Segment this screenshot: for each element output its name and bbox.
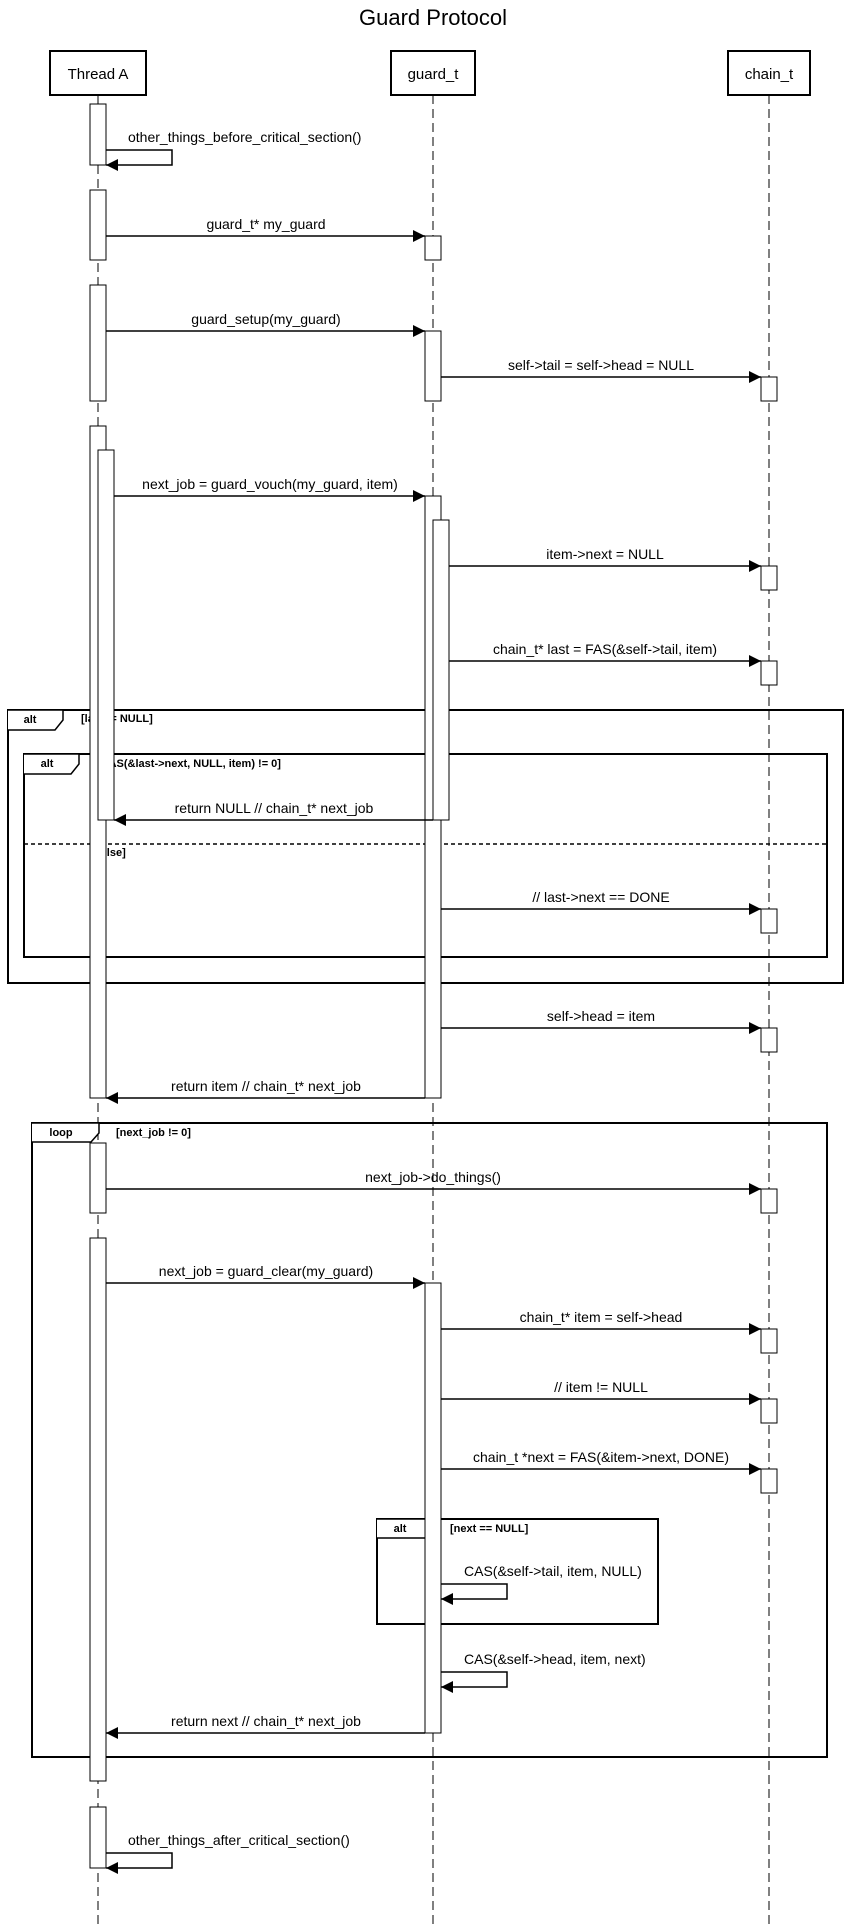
- message-guard-vouch: next_job = guard_vouch(my_guard, item): [114, 476, 425, 502]
- activation-thread-a: [89, 1142, 107, 1214]
- self-message-cas-tail: CAS(&self->tail, item, NULL): [441, 1563, 642, 1605]
- message-tail-head-null: self->tail = self->head = NULL: [441, 357, 761, 383]
- message-fas-tail: chain_t* last = FAS(&self->tail, item): [449, 641, 761, 667]
- activation-thread-a: [89, 189, 107, 261]
- self-message-before: other_things_before_critical_section(): [106, 129, 361, 171]
- frame-tag: alt: [41, 758, 54, 770]
- activation-chain: [760, 1027, 778, 1053]
- message-label: guard_setup(my_guard): [191, 311, 340, 327]
- message-label: CAS(&self->tail, item, NULL): [464, 1563, 642, 1579]
- message-guard-clear: next_job = guard_clear(my_guard): [106, 1263, 425, 1289]
- activation-chain: [760, 565, 778, 591]
- activation-guard: [424, 235, 442, 261]
- activation-guard: [424, 1282, 442, 1734]
- activation-thread-a: [97, 449, 115, 821]
- activations: [89, 103, 778, 1869]
- message-head-item: self->head = item: [441, 1008, 761, 1034]
- message-label: chain_t* item = self->head: [520, 1309, 683, 1325]
- actor-label: Thread A: [68, 66, 129, 83]
- message-label: guard_t* my_guard: [206, 216, 325, 232]
- frame-condition: [next == NULL]: [450, 1523, 529, 1535]
- message-label: // item != NULL: [554, 1379, 648, 1395]
- message-label: chain_t* last = FAS(&self->tail, item): [493, 641, 717, 657]
- message-item-not-null: // item != NULL: [441, 1379, 761, 1405]
- message-return-item: return item // chain_t* next_job: [106, 1078, 425, 1104]
- message-label: other_things_after_critical_section(): [128, 1832, 350, 1848]
- actor-guard: guard_t: [390, 50, 476, 96]
- activation-chain: [760, 1328, 778, 1354]
- frame-alt-next: alt [next == NULL]: [376, 1518, 659, 1625]
- activation-thread-a: [89, 1806, 107, 1869]
- message-last-next-done: // last->next == DONE: [441, 889, 761, 915]
- frame-condition: [next_job != 0]: [116, 1127, 191, 1139]
- message-label: item->next = NULL: [546, 546, 664, 562]
- frame-condition: [CAS(&last->next, NULL, item) != 0]: [97, 758, 281, 770]
- message-do-things: next_job->do_things(): [106, 1169, 761, 1195]
- message-label: return item // chain_t* next_job: [171, 1078, 361, 1094]
- diagram-title: Guard Protocol: [359, 5, 507, 30]
- actor-label: chain_t: [745, 66, 794, 83]
- message-fas-item-next: chain_t *next = FAS(&item->next, DONE): [441, 1449, 761, 1475]
- message-return-null: return NULL // chain_t* next_job: [114, 800, 433, 826]
- activation-guard: [432, 519, 450, 821]
- activation-chain: [760, 1468, 778, 1494]
- message-guard-setup: guard_setup(my_guard): [106, 311, 425, 337]
- activation-thread-a: [89, 103, 107, 166]
- message-label: return next // chain_t* next_job: [171, 1713, 361, 1729]
- message-label: next_job->do_things(): [365, 1169, 501, 1185]
- activation-chain: [760, 908, 778, 934]
- activation-guard: [424, 330, 442, 402]
- message-label: return NULL // chain_t* next_job: [175, 800, 374, 816]
- message-label: other_things_before_critical_section(): [128, 129, 361, 145]
- frame-loop: loop [next_job != 0]: [31, 1122, 828, 1758]
- frame-tag: alt: [394, 1523, 407, 1535]
- frame-tag: loop: [49, 1127, 72, 1139]
- activation-chain: [760, 1188, 778, 1214]
- activation-chain: [760, 1398, 778, 1424]
- message-label: chain_t *next = FAS(&item->next, DONE): [473, 1449, 729, 1465]
- message-guard-decl: guard_t* my_guard: [106, 216, 425, 242]
- message-label: // last->next == DONE: [532, 889, 669, 905]
- activation-thread-a: [89, 284, 107, 402]
- message-return-next: return next // chain_t* next_job: [106, 1713, 425, 1739]
- actor-thread-a: Thread A: [49, 50, 147, 96]
- activation-chain: [760, 660, 778, 686]
- frame-tag: alt: [24, 714, 37, 726]
- actor-chain: chain_t: [727, 50, 811, 96]
- actor-label: guard_t: [408, 66, 460, 83]
- message-label: next_job = guard_vouch(my_guard, item): [142, 476, 398, 492]
- message-item-head: chain_t* item = self->head: [441, 1309, 761, 1335]
- activation-thread-a: [89, 1237, 107, 1782]
- message-item-next-null: item->next = NULL: [449, 546, 761, 572]
- message-label: CAS(&self->head, item, next): [464, 1651, 646, 1667]
- message-label: self->head = item: [547, 1008, 655, 1024]
- self-message-cas-head: CAS(&self->head, item, next): [441, 1651, 646, 1693]
- activation-chain: [760, 376, 778, 402]
- message-label: next_job = guard_clear(my_guard): [159, 1263, 373, 1279]
- message-label: self->tail = self->head = NULL: [508, 357, 694, 373]
- self-message-after: other_things_after_critical_section(): [106, 1832, 350, 1874]
